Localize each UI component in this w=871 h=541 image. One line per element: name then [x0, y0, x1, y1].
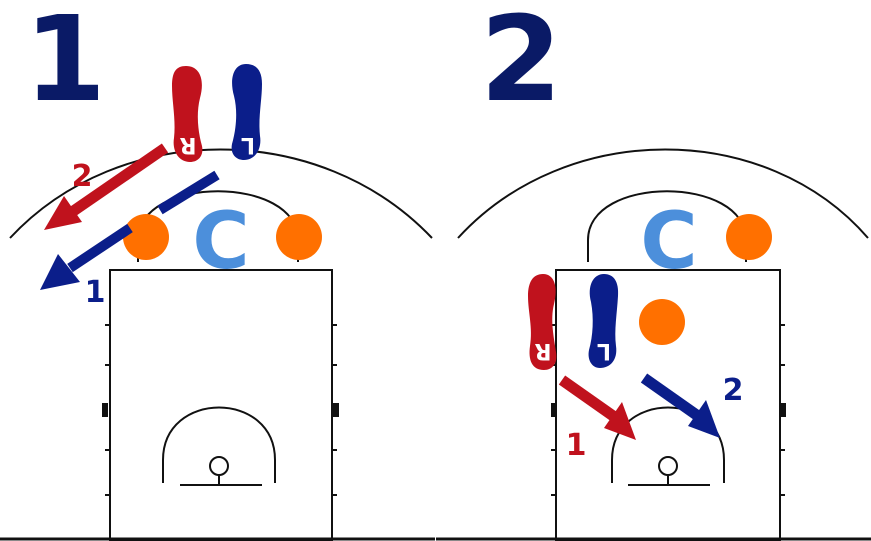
right-foot-icon [172, 66, 203, 162]
center-label: C [640, 197, 697, 287]
step-number: 2 [480, 0, 563, 128]
rim [658, 456, 678, 476]
cone-left [123, 214, 169, 260]
court-diagram-1: C R L 2 1 [0, 64, 435, 541]
arrow-left-foot-label: 2 [723, 373, 744, 408]
arrow-left-foot-head [40, 254, 80, 290]
block-mark-left [102, 403, 108, 417]
arrow-left-foot [640, 373, 702, 421]
cone-top [726, 214, 772, 260]
three-point-arc [9, 148, 433, 239]
arrow-right-foot-label: 1 [566, 428, 587, 463]
arrow-right-foot-head [604, 402, 636, 440]
arrow-left-foot-head [688, 400, 720, 438]
lane [109, 269, 333, 541]
block-mark-right [333, 403, 339, 417]
arrow-left-foot-dash [157, 170, 220, 215]
cone-right [276, 214, 322, 260]
restricted-arc [611, 406, 725, 483]
right-foot-letter: R [534, 338, 551, 363]
right-foot-letter: R [179, 132, 196, 157]
three-point-arc [457, 148, 869, 239]
rim [209, 456, 229, 476]
restricted-arc [162, 406, 276, 483]
panel-step-2: C R L 1 2 2 [436, 0, 871, 541]
block-mark-right [780, 403, 786, 417]
left-foot-letter: L [241, 132, 255, 157]
arrow-left-foot [67, 223, 133, 273]
arrow-right-foot [558, 375, 620, 423]
left-foot-icon [231, 64, 262, 160]
arrow-right-foot-label: 2 [72, 159, 93, 194]
panel-step-1: C R L 2 1 1 [0, 0, 435, 541]
arrow-left-foot-label: 1 [85, 275, 106, 310]
lane-ticks [551, 324, 785, 496]
left-foot-icon [588, 274, 619, 368]
left-foot-letter: L [597, 338, 611, 363]
lane-ticks [105, 324, 337, 496]
step-number: 1 [24, 0, 107, 128]
court-diagram-2: C R L 1 2 [436, 148, 871, 541]
center-label: C [192, 197, 249, 287]
right-foot-icon [528, 274, 557, 370]
arrow-right-foot [68, 143, 169, 217]
block-mark-left [551, 403, 557, 417]
cone-lane [639, 299, 685, 345]
arrow-right-foot-head [44, 196, 82, 230]
